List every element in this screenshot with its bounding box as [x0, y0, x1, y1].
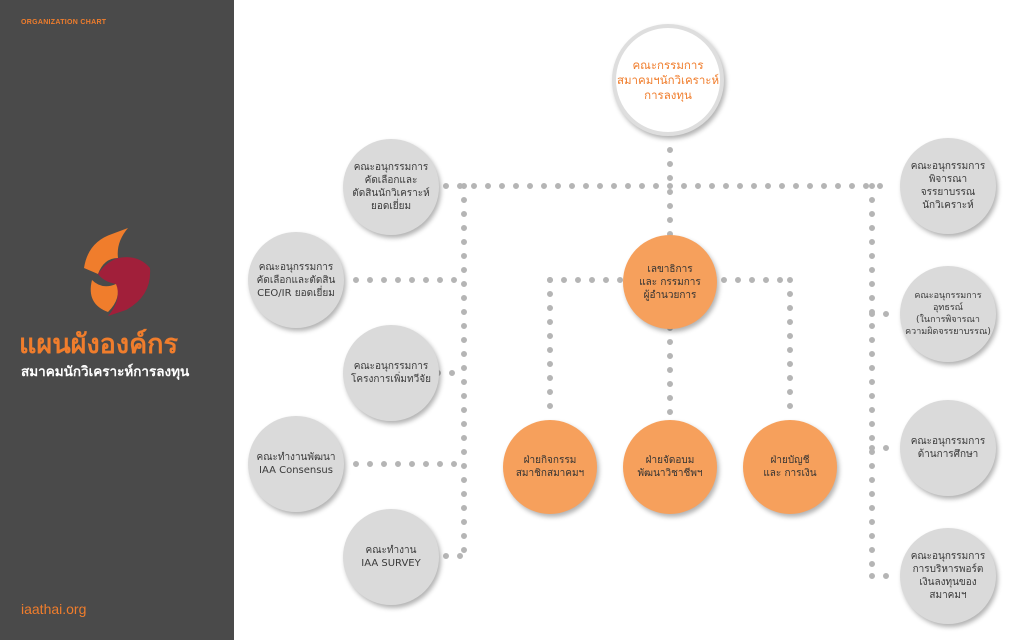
committee-node: คณะอนุกรรมการ พิจารณา จรรยาบรรณ นักวิเคร… [900, 138, 996, 234]
committee-label: คณะอนุกรรมการ คัดเลือกและ ตัดสินนักวิเคร… [352, 162, 430, 212]
board-node: คณะกรรมการ สมาคมฯนักวิเคราะห์ การลงทุน [612, 24, 724, 136]
committee-label: คณะอนุกรรมการ พิจารณา จรรยาบรรณ นักวิเคร… [910, 161, 986, 211]
sidebar: ORGANIZATION CHART แผนผังองค์กร สมาคมนัก… [0, 0, 234, 640]
committee-node: คณะอนุกรรมการ โครงการเพิ่มทวีจัย [343, 325, 439, 421]
site-url-link[interactable]: iaathai.org [21, 601, 87, 617]
iaa-logo-icon [84, 228, 151, 316]
committee-node: คณะอนุกรรมการ อุทธรณ์ (ในการพิจารณา ความ… [900, 266, 996, 362]
committee-label: คณะอนุกรรมการ ด้านการศึกษา [910, 436, 986, 460]
chart-subtitle: สมาคมนักวิเคราะห์การลงทุน [21, 364, 190, 380]
committee-label: คณะอนุกรรมการ โครงการเพิ่มทวีจัย [351, 361, 431, 385]
org-chart-label: ORGANIZATION CHART [21, 19, 107, 26]
secretary-node: เลขาธิการ และ กรรมการ ผู้อำนวยการ [623, 235, 717, 329]
committee-label: คณะทำงาน IAA SURVEY [361, 545, 421, 569]
chart-title: แผนผังองค์กร [19, 329, 178, 360]
department-node: ฝ่ายกิจกรรม สมาชิกสมาคมฯ [503, 420, 597, 514]
committee-node: คณะอนุกรรมการ ด้านการศึกษา [900, 400, 996, 496]
board-label: คณะกรรมการ สมาคมฯนักวิเคราะห์ การลงทุน [616, 57, 720, 102]
committee-node: คณะทำงาน IAA SURVEY [343, 509, 439, 605]
committee-label: คณะอนุกรรมการ อุทธรณ์ (ในการพิจารณา ความ… [905, 291, 991, 337]
department-node: ฝ่ายจัดอบม พัฒนาวิชาชีพฯ [623, 420, 717, 514]
committee-node: คณะอนุกรรมการ การบริหารพอร์ต เงินลงทุนขอ… [900, 528, 996, 624]
department-label: ฝ่ายจัดอบม พัฒนาวิชาชีพฯ [637, 455, 703, 479]
committee-label: คณะอนุกรรมการ คัดเลือกและตัดสิน CEO/IR ย… [256, 261, 336, 299]
committee-node: คณะอนุกรรมการ คัดเลือกและ ตัดสินนักวิเคร… [343, 139, 439, 235]
committee-label: คณะทำงานพัฒนา IAA Consensus [256, 452, 336, 476]
committee-node: คณะทำงานพัฒนา IAA Consensus [248, 416, 344, 512]
secretary-label: เลขาธิการ และ กรรมการ ผู้อำนวยการ [639, 263, 701, 301]
committee-node: คณะอนุกรรมการ คัดเลือกและตัดสิน CEO/IR ย… [248, 232, 344, 328]
department-label: ฝ่ายกิจกรรม สมาชิกสมาคมฯ [515, 455, 585, 479]
committee-label: คณะอนุกรรมการ การบริหารพอร์ต เงินลงทุนขอ… [910, 551, 986, 601]
department-label: ฝ่ายบัญชี และ การเงิน [763, 455, 817, 479]
department-node: ฝ่ายบัญชี และ การเงิน [743, 420, 837, 514]
